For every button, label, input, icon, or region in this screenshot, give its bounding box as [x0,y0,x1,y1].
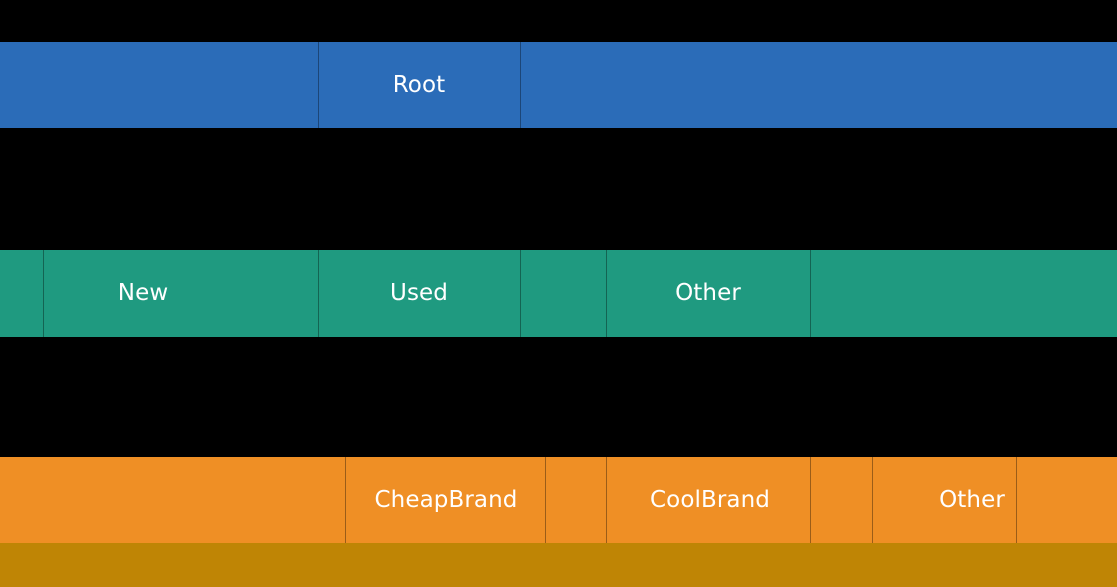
icicle-level-root-level: Root [0,42,1117,128]
icicle-segment-label: CheapBrand [374,486,518,513]
segment-divider [520,250,521,337]
icicle-level-brand-level: CheapBrand CoolBrand Other [0,457,1117,543]
segment-divider [606,457,607,543]
icicle-segment[interactable] [810,250,1117,337]
icicle-segment[interactable]: CheapBrand [345,457,545,543]
icicle-segment[interactable] [0,250,43,337]
icicle-segment[interactable]: Used [318,250,520,337]
icicle-segment[interactable]: New [43,250,318,337]
segment-divider [606,250,607,337]
icicle-segment[interactable]: CoolBrand [606,457,810,543]
icicle-segment-label: New [117,280,169,306]
icicle-segment[interactable] [0,543,1117,587]
segment-divider [318,42,319,128]
segment-divider [545,457,546,543]
segment-divider [318,250,319,337]
icicle-segment[interactable]: Other [606,250,810,337]
icicle-segment-label: CoolBrand [650,486,770,513]
icicle-segment[interactable] [520,42,1117,128]
icicle-segment[interactable] [545,457,606,543]
segment-divider [872,457,873,543]
segment-divider [520,42,521,128]
segment-divider [810,457,811,543]
segment-divider [1016,457,1017,543]
icicle-segment[interactable] [810,457,872,543]
segment-divider [810,250,811,337]
icicle-segment[interactable] [0,457,345,543]
icicle-segment-label: Used [390,280,448,306]
segment-divider [43,250,44,337]
icicle-segment-label: Other [939,486,1005,513]
icicle-segment[interactable]: Root [318,42,520,128]
icicle-segment[interactable] [0,42,318,128]
icicle-segment[interactable]: Other [872,457,1016,543]
icicle-level-category-level: New Used Other [0,250,1117,337]
icicle-segment[interactable] [520,250,606,337]
segment-divider [345,457,346,543]
icicle-segment[interactable] [1016,457,1117,543]
icicle-segment-label: Other [675,280,741,306]
icicle-level-leaf-level [0,543,1117,587]
icicle-segment-label: Root [392,71,446,98]
